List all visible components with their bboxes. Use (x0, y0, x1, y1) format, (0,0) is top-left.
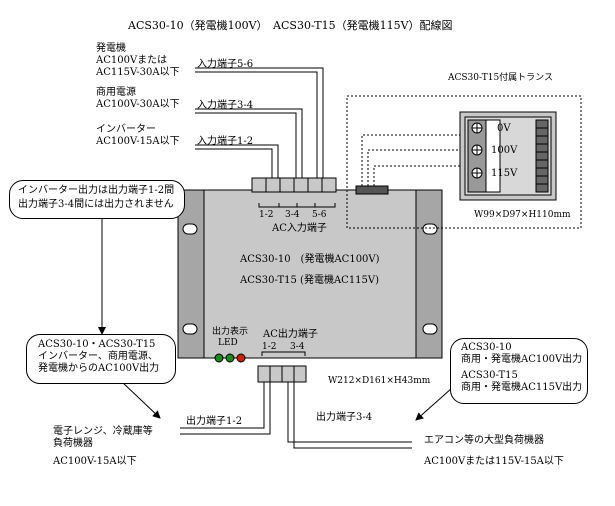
output34-note-bubble (450, 338, 588, 404)
output-led-group (214, 353, 246, 363)
output-wire-3-4 (287, 382, 412, 449)
device-dimensions: W212×D161×H43mm (328, 376, 431, 386)
output-terminal-number-1-2: 1-2 (262, 342, 277, 352)
transformer-frame (346, 95, 582, 229)
inverter-note-bubble (9, 180, 185, 219)
transformer (459, 111, 557, 201)
diagram-title: ACS30-10（発電機100V） ACS30-T15（発電機115V）配線図 (128, 19, 453, 32)
output-load-1-2-line-2: 負荷機器 (53, 438, 93, 449)
output12-note-bubble (26, 334, 176, 384)
input-source-5-6-line-3: AC115V-30A以下 (96, 67, 180, 78)
arrow-output12-note (121, 381, 161, 419)
output-block-label: AC出力端子 (263, 329, 318, 340)
input-terminal-5-6-label: 入力端子5-6 (197, 59, 254, 70)
transformer-connector (355, 185, 389, 195)
led-green-1 (214, 353, 224, 363)
output-wire-1-2 (180, 382, 271, 435)
transformer-tap-0v: 0V (497, 123, 511, 134)
inverter-note-line-1: インバーター出力は出力端子1-2間 (18, 185, 175, 196)
input-terminal-block (251, 177, 337, 193)
input-terminal-number-3-4: 3-4 (285, 210, 300, 220)
input-source-3-4-line-2: AC100V-30A以下 (96, 99, 180, 110)
input-terminal-number-1-2: 1-2 (259, 210, 274, 220)
input-block-label: AC入力端子 (272, 223, 327, 234)
output-rating-1-2: AC100V-15A以下 (53, 456, 137, 467)
device-body (177, 189, 443, 359)
input-source-5-6-line-1: 発電機 (96, 43, 126, 54)
led-red (236, 353, 246, 363)
device-model-100v: ACS30-10 (発電機AC100V) (240, 254, 380, 265)
led-green-2 (225, 353, 235, 363)
input-source-5-6-line-2: AC100Vまたは (96, 55, 168, 66)
output-load-1-2-line-1: 電子レンジ、冷蔵庫等 (53, 426, 153, 437)
arrow-output34-note (415, 387, 453, 421)
led-label-line-2: LED (218, 338, 238, 348)
output34-note-line-1: ACS30-10 (461, 342, 512, 353)
output-terminal-3-4-label: 出力端子3-4 (316, 412, 373, 423)
input-wire-5-6 (195, 67, 324, 178)
input-terminal-number-5-6: 5-6 (312, 210, 327, 220)
inverter-note-line-2: 出力端子3-4間には出力されません (18, 199, 174, 210)
output12-note-line-3: 発電機からのAC100V出力 (38, 363, 160, 374)
output12-note-line-2: インバーター、商用電源、 (38, 351, 158, 362)
output-terminal-1-2-label: 出力端子1-2 (186, 416, 243, 427)
output-load-3-4-line: エアコン等の大型負荷機器 (424, 435, 544, 446)
input-source-1-2-line-2: AC100V-15A以下 (96, 136, 180, 147)
transformer-tap-100v: 100V (491, 145, 518, 156)
output34-note-line-4: 商用・発電機AC115V出力 (461, 382, 583, 393)
output-terminal-block (257, 365, 307, 383)
device-model-115v: ACS30-T15 (発電機AC115V) (240, 275, 380, 286)
input-terminal-3-4-label: 入力端子3-4 (197, 100, 254, 111)
output34-note-line-3: ACS30-T15 (461, 370, 518, 381)
output34-note-line-2: 商用・発電機AC100V出力 (461, 354, 583, 365)
input-source-1-2-line-1: インバーター (96, 124, 156, 135)
transformer-leads (361, 134, 470, 186)
input-wire-3-4 (195, 108, 303, 178)
input-source-3-4-line-1: 商用電源 (96, 87, 136, 98)
input-bracket (258, 203, 336, 208)
led-label-line-1: 出力表示 (212, 327, 249, 337)
transformer-dimensions: W99×D97×H110mm (474, 210, 571, 220)
input-terminal-1-2-label: 入力端子1-2 (197, 136, 254, 147)
output-rating-3-4: AC100Vまたは115V-15A以下 (424, 456, 564, 467)
transformer-tap-115v: 115V (491, 168, 518, 179)
transformer-title: ACS30-T15付属トランス (448, 73, 553, 83)
output-bracket (261, 351, 306, 356)
output12-note-line-1: ACS30-10・ACS30-T15 (38, 339, 156, 350)
output-terminal-number-3-4: 3-4 (290, 342, 305, 352)
input-wire-1-2 (195, 144, 279, 178)
mounting-holes (182, 223, 438, 335)
